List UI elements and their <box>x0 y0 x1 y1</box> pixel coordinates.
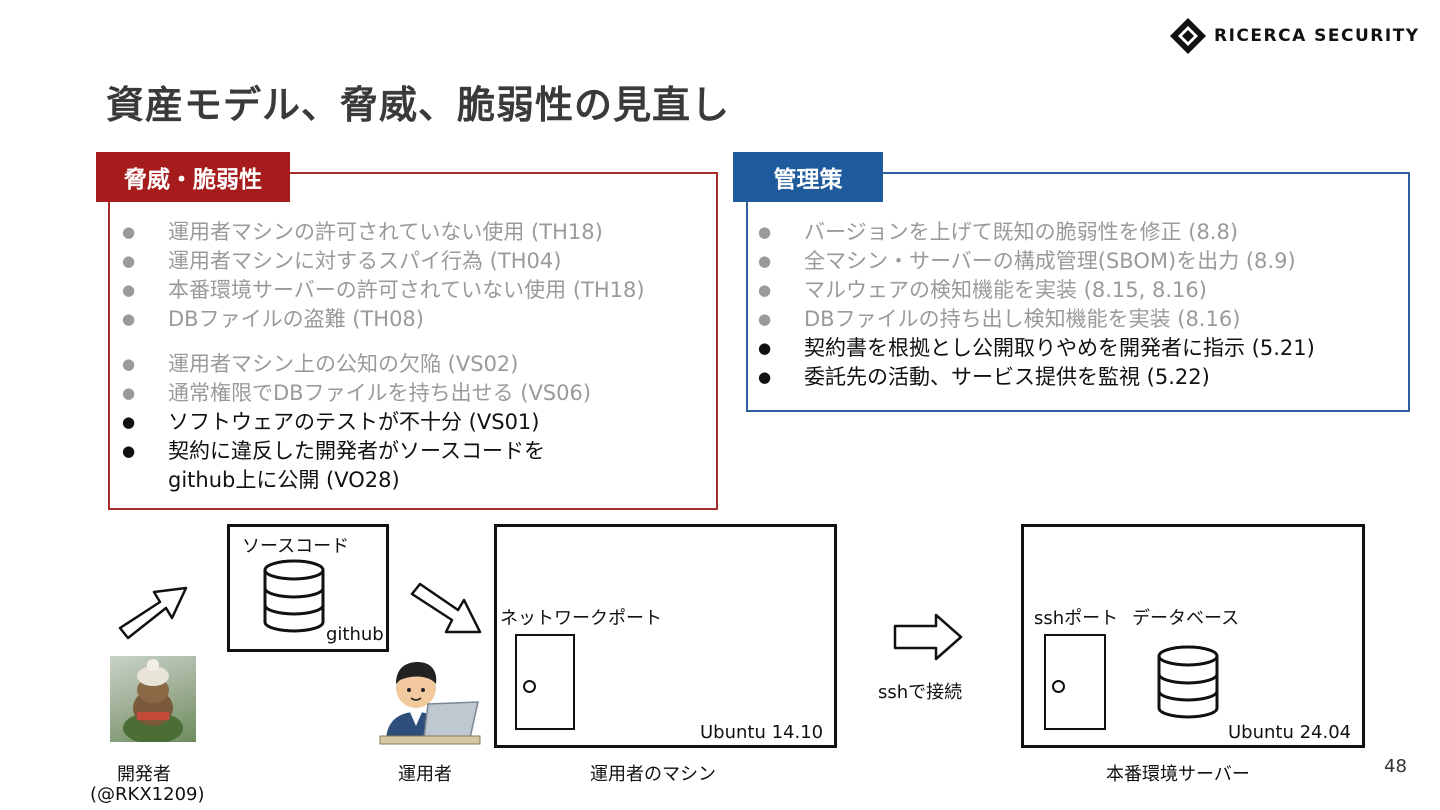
right-arrow-icon <box>893 613 963 661</box>
developer-photo <box>110 656 196 744</box>
page-number: 48 <box>1384 756 1407 777</box>
database-label: データベース <box>1132 608 1240 629</box>
vuln-item-line2: github上に公開 (VO28) <box>168 468 400 492</box>
threat-item: DBファイルの盗難 (TH08) <box>118 305 645 334</box>
controls-heading: 管理策 <box>733 152 883 202</box>
ssh-port-label: sshポート <box>1034 608 1119 629</box>
control-item: バージョンを上げて既知の脆弱性を修正 (8.8) <box>754 218 1315 247</box>
threats-list-a: 運用者マシンの許可されていない使用 (TH18) 運用者マシンに対するスパイ行為… <box>118 218 645 334</box>
ssh-port-door-icon <box>1044 634 1106 730</box>
page-title: 資産モデル、脅威、脆弱性の見直し <box>106 83 731 127</box>
ricerca-logo-icon <box>1170 18 1206 54</box>
source-code-label: ソースコード <box>242 536 350 557</box>
github-label: github <box>326 624 384 645</box>
operator-os-label: Ubuntu 14.10 <box>700 722 824 743</box>
operator-label: 運用者 <box>398 764 452 785</box>
controls-list: バージョンを上げて既知の脆弱性を修正 (8.8) 全マシン・サーバーの構成管理(… <box>754 218 1315 392</box>
production-server-label: 本番環境サーバー <box>1106 764 1250 785</box>
control-item: マルウェアの検知機能を実装 (8.15, 8.16) <box>754 276 1315 305</box>
threats-heading: 脅威・脆弱性 <box>96 152 290 202</box>
controls-panel <box>746 172 1410 412</box>
control-item: 契約書を根拠とし公開取りやめを開発者に指示 (5.21) <box>754 334 1315 363</box>
network-port-door-icon <box>515 634 575 730</box>
vuln-item-line1: 契約に違反した開発者がソースコードを <box>168 439 545 463</box>
vuln-item: ソフトウェアのテストが不十分 (VS01) <box>118 408 591 437</box>
developer-label: 開発者 <box>117 764 171 785</box>
developer-handle: (@RKX1209) <box>90 784 205 805</box>
ssh-connect-label: sshで接続 <box>878 682 963 703</box>
operator-machine-label: 運用者のマシン <box>590 764 716 785</box>
threats-panel <box>108 172 718 510</box>
server-os-label: Ubuntu 24.04 <box>1228 722 1352 743</box>
down-right-arrow-icon <box>410 582 482 634</box>
up-right-arrow-icon <box>118 586 188 640</box>
threat-item: 本番環境サーバーの許可されていない使用 (TH18) <box>118 276 645 305</box>
threats-list-b: 運用者マシン上の公知の欠陥 (VS02) 通常権限でDBファイルを持ち出せる (… <box>118 350 591 495</box>
threat-item: 運用者マシンに対するスパイ行為 (TH04) <box>118 247 645 276</box>
database-icon <box>263 559 325 633</box>
server-database-icon <box>1157 645 1219 719</box>
vuln-item: 通常権限でDBファイルを持ち出せる (VS06) <box>118 379 591 408</box>
control-item: 全マシン・サーバーの構成管理(SBOM)を出力 (8.9) <box>754 247 1315 276</box>
threat-item: 運用者マシンの許可されていない使用 (TH18) <box>118 218 645 247</box>
control-item: 委託先の活動、サービス提供を監視 (5.22) <box>754 363 1315 392</box>
network-port-label: ネットワークポート <box>500 608 662 629</box>
vuln-item: 契約に違反した開発者がソースコードを github上に公開 (VO28) <box>118 437 591 495</box>
logo-text: RICERCA SECURITY <box>1214 26 1420 46</box>
operator-person-icon <box>379 662 481 745</box>
vuln-item: 運用者マシン上の公知の欠陥 (VS02) <box>118 350 591 379</box>
control-item: DBファイルの持ち出し検知機能を実装 (8.16) <box>754 305 1315 334</box>
